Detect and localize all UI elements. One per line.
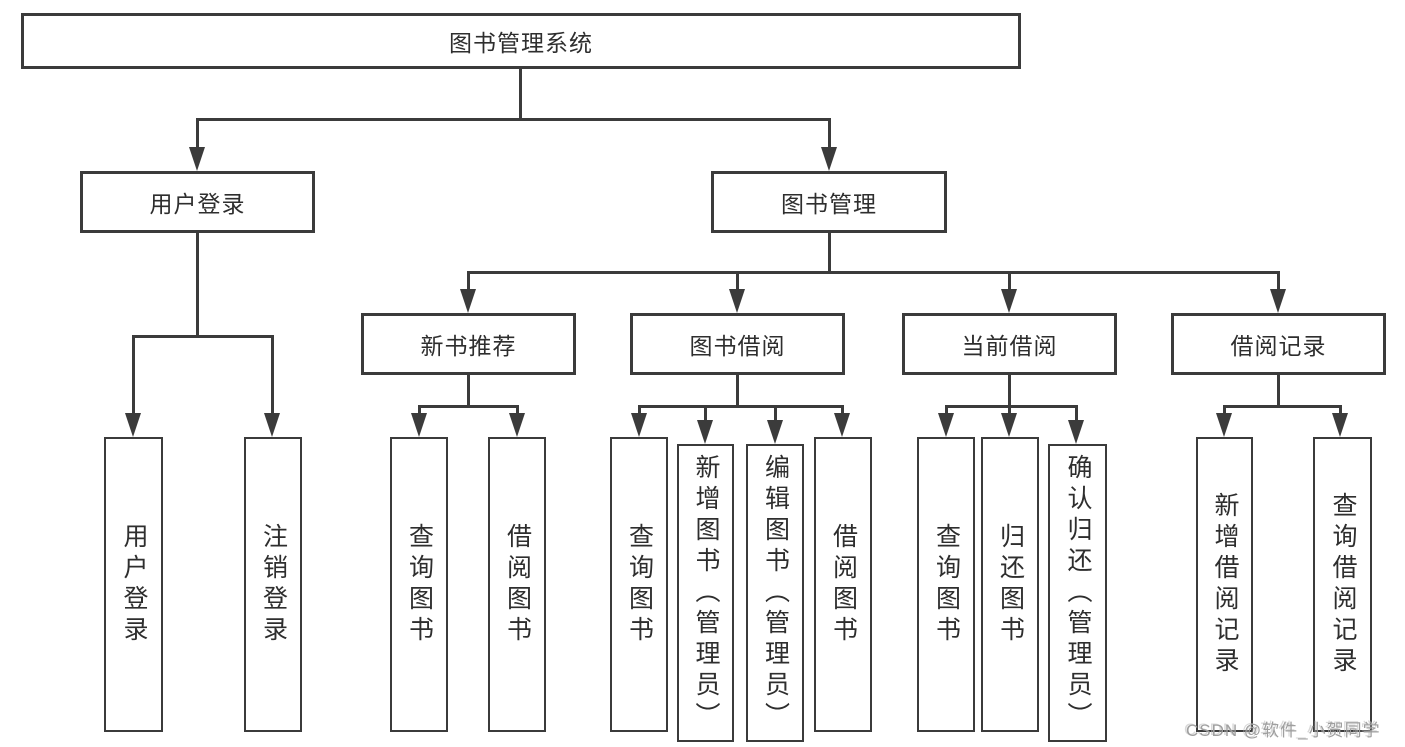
connector-line [1008, 271, 1011, 289]
connector-line [516, 405, 519, 413]
csdn-watermark: CSDN @软件_小贺同学 [1186, 721, 1381, 740]
node-new-book-recommend: 新书推荐 [361, 313, 576, 375]
connector-line [271, 335, 274, 413]
arrow-down-icon [821, 147, 837, 171]
arrow-down-icon [1068, 420, 1084, 444]
arrow-down-icon [697, 420, 713, 444]
leaf-query-books-borrow: 查询图书 [610, 437, 668, 732]
node-book-management-label: 图书管理 [781, 191, 877, 217]
arrow-down-icon [264, 413, 280, 437]
node-book-borrow-label: 图书借阅 [689, 333, 786, 359]
leaf-return-books: 归还图书 [981, 437, 1039, 732]
connector-line [132, 335, 273, 338]
connector-line [519, 69, 522, 118]
arrow-down-icon [1001, 289, 1017, 313]
connector-line [1075, 405, 1078, 420]
connector-line [841, 405, 844, 413]
connector-line [945, 405, 1078, 408]
connector-line [1008, 405, 1011, 413]
connector-line [704, 405, 707, 420]
leaf-query-borrow-record: 查询借阅记录 [1313, 437, 1372, 732]
arrow-down-icon [460, 289, 476, 313]
arrow-down-icon [189, 147, 205, 171]
leaf-add-books-admin: 新增图书（管理员） [677, 444, 734, 742]
connector-line [828, 118, 831, 147]
connector-line [196, 118, 199, 147]
connector-line [418, 405, 421, 413]
connector-line [774, 405, 777, 420]
leaf-user-login: 用户登录 [104, 437, 163, 732]
arrow-down-icon [125, 413, 141, 437]
arrow-down-icon [1332, 413, 1348, 437]
leaf-query-books-recommend: 查询图书 [390, 437, 448, 732]
connector-line [467, 375, 470, 405]
leaf-confirm-return-admin: 确认归还（管理员） [1048, 444, 1107, 742]
connector-line [736, 271, 739, 289]
leaf-edit-books-admin: 编辑图书（管理员） [746, 444, 804, 742]
connector-line [467, 271, 1280, 274]
connector-line [132, 335, 135, 413]
connector-line [1008, 375, 1011, 405]
leaf-borrow-books-recommend: 借阅图书 [488, 437, 546, 732]
arrow-down-icon [834, 413, 850, 437]
leaf-query-books-current: 查询图书 [917, 437, 975, 732]
arrow-down-icon [631, 413, 647, 437]
arrow-down-icon [767, 420, 783, 444]
node-book-management: 图书管理 [711, 171, 947, 233]
arrow-down-icon [938, 413, 954, 437]
node-user-login: 用户登录 [80, 171, 315, 233]
leaf-add-borrow-record: 新增借阅记录 [1196, 437, 1253, 732]
node-user-login-label: 用户登录 [149, 191, 246, 217]
leaf-borrow-books: 借阅图书 [814, 437, 872, 732]
leaf-logout: 注销登录 [244, 437, 302, 732]
node-borrow-records: 借阅记录 [1171, 313, 1386, 375]
arrow-down-icon [729, 289, 745, 313]
connector-line [736, 375, 739, 405]
connector-line [196, 118, 830, 121]
connector-line [467, 271, 470, 289]
connector-line [638, 405, 844, 408]
arrow-down-icon [1001, 413, 1017, 437]
arrow-down-icon [1216, 413, 1232, 437]
connector-line [1277, 271, 1280, 289]
connector-line [828, 233, 831, 271]
connector-line [1223, 405, 1342, 408]
connector-line [196, 233, 199, 335]
arrow-down-icon [509, 413, 525, 437]
node-root: 图书管理系统 [21, 13, 1021, 69]
node-current-borrow: 当前借阅 [902, 313, 1117, 375]
connector-line [1223, 405, 1226, 413]
connector-line [1339, 405, 1342, 413]
connector-line [638, 405, 641, 413]
connector-line [418, 405, 518, 408]
node-new-book-recommend-label: 新书推荐 [420, 333, 517, 359]
connector-line [945, 405, 948, 413]
connector-line [1277, 375, 1280, 405]
node-root-label: 图书管理系统 [449, 30, 593, 56]
node-borrow-records-label: 借阅记录 [1230, 333, 1327, 359]
node-current-borrow-label: 当前借阅 [961, 333, 1058, 359]
arrow-down-icon [411, 413, 427, 437]
arrow-down-icon [1270, 289, 1286, 313]
node-book-borrow: 图书借阅 [630, 313, 845, 375]
